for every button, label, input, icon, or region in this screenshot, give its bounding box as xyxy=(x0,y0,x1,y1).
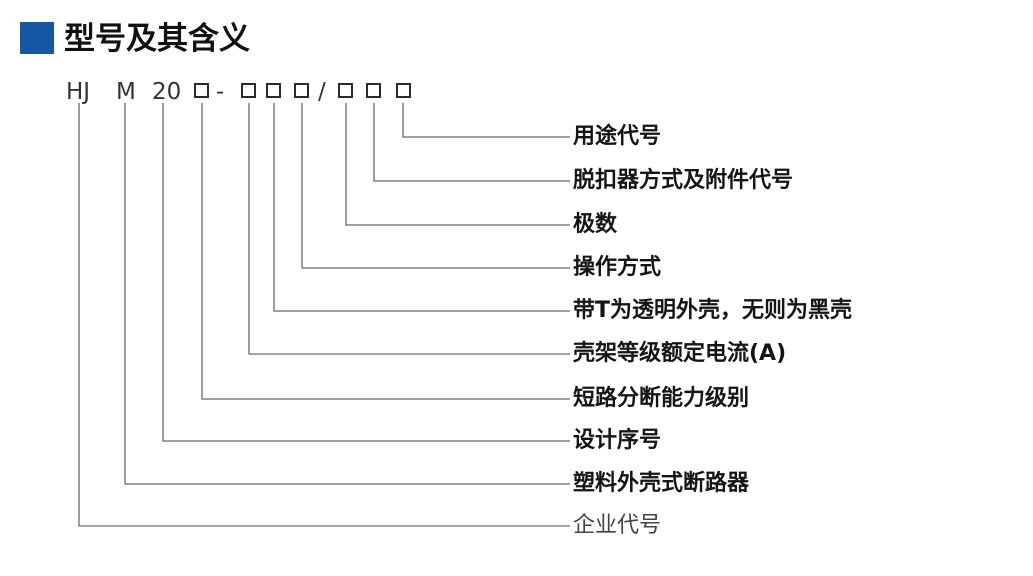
connector-breaking-capacity xyxy=(201,103,570,400)
code-type-m: M xyxy=(116,79,136,105)
code-box-breaking-capacity xyxy=(194,83,209,98)
meaning-release-accessory-code: 脱扣器方式及附件代号 xyxy=(573,168,794,193)
connector-release-accessory xyxy=(373,103,570,182)
connector-design-number xyxy=(162,103,570,442)
code-dash: - xyxy=(216,79,225,105)
code-box-usage xyxy=(396,83,411,98)
meaning-frame-rated-current: 壳架等级额定电流(A) xyxy=(573,341,787,366)
meaning-breaking-capacity: 短路分断能力级别 xyxy=(573,386,750,411)
meaning-shell-type: 带T为透明外壳，无则为黑壳 xyxy=(573,298,853,323)
code-box-release-accessory xyxy=(366,83,381,98)
meaning-design-number: 设计序号 xyxy=(573,428,662,453)
meaning-poles: 极数 xyxy=(573,212,618,237)
code-box-operation-mode xyxy=(294,83,309,98)
connector-type xyxy=(124,103,570,485)
connector-frame-current xyxy=(248,103,570,355)
connector-series xyxy=(78,103,570,527)
code-box-poles xyxy=(338,83,353,98)
code-design-number: 20 xyxy=(152,79,182,105)
meaning-enterprise-code: 企业代号 xyxy=(573,513,662,538)
connector-operation-mode xyxy=(301,103,570,269)
code-slash: / xyxy=(318,79,326,105)
code-box-frame-current xyxy=(241,83,256,98)
code-series-hj: HJ xyxy=(66,79,91,105)
section-title: 型号及其含义 xyxy=(64,21,250,57)
connector-poles xyxy=(345,103,570,226)
connector-usage xyxy=(402,103,570,138)
code-box-shell-type xyxy=(266,83,281,98)
meaning-usage-code: 用途代号 xyxy=(573,124,662,149)
meaning-operation-mode: 操作方式 xyxy=(573,255,662,280)
connector-shell-type xyxy=(273,103,570,312)
meaning-breaker-type: 塑料外壳式断路器 xyxy=(573,471,750,496)
blue-square-icon xyxy=(20,22,54,54)
